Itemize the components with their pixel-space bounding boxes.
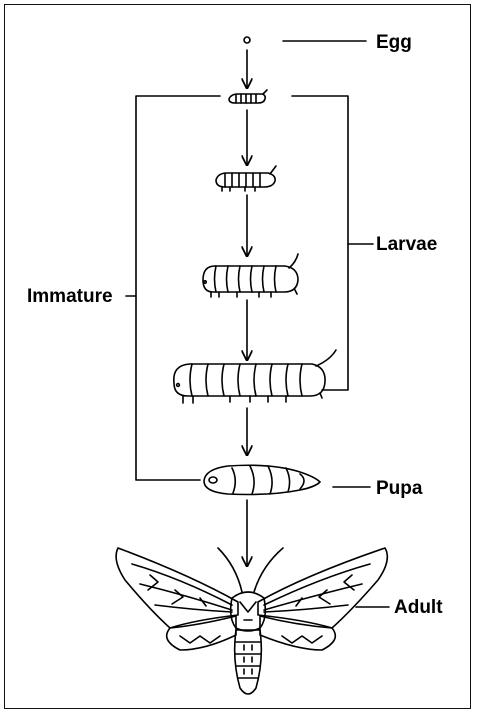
adult-label: Adult (394, 598, 443, 617)
immature-bracket (136, 96, 220, 480)
larva-stage-2 (216, 166, 276, 191)
egg-shape (244, 37, 250, 43)
larva-stage-4 (174, 350, 336, 403)
pupa-shape (204, 465, 320, 494)
larvae-label: Larvae (376, 235, 437, 254)
egg-label: Egg (376, 33, 412, 52)
larva-stage-1 (229, 90, 267, 103)
larvae-bracket (292, 96, 348, 390)
pupa-label: Pupa (376, 479, 422, 498)
larva-stage-3 (203, 254, 298, 297)
adult-moth (116, 548, 387, 694)
immature-label: Immature (27, 287, 113, 306)
